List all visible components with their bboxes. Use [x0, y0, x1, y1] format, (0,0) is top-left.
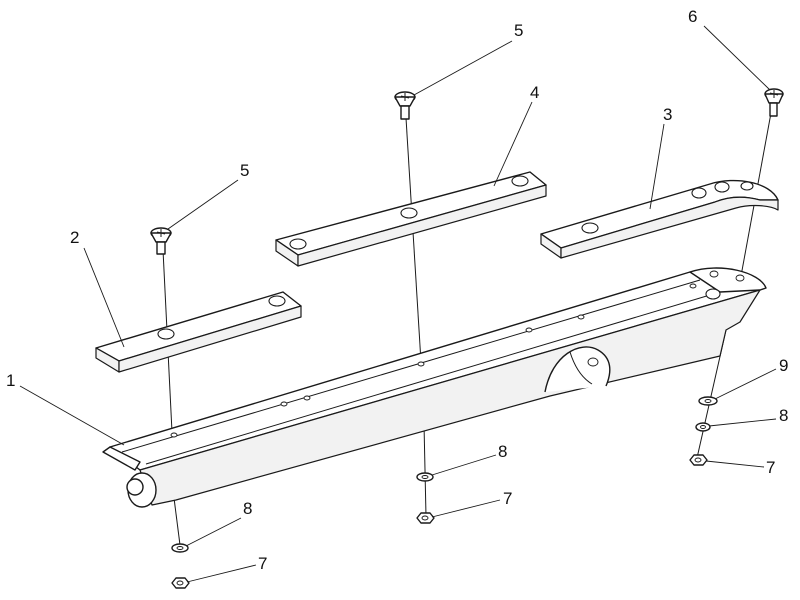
callout-2: 2	[70, 228, 79, 247]
screw-middle	[394, 91, 416, 120]
screw-head-cone	[150, 232, 172, 243]
rail-hole	[525, 327, 533, 333]
plate-hole	[714, 181, 730, 193]
plate-side-face	[118, 305, 302, 373]
plate-hole	[740, 181, 754, 191]
rail-hole	[417, 361, 425, 367]
washer-nut-set-left	[171, 543, 190, 589]
plate-hole	[268, 295, 286, 307]
leader-7b	[431, 499, 501, 518]
rail-end-hole	[705, 288, 721, 300]
callout-3: 3	[663, 105, 672, 124]
screw-head-cone	[764, 93, 784, 104]
rail-end-pin	[126, 478, 144, 496]
leader-7c	[705, 460, 765, 468]
leader-4	[493, 101, 533, 187]
callout-5-left: 5	[240, 161, 249, 180]
rail-front-face	[139, 289, 761, 506]
screw-shank	[156, 241, 166, 255]
screw-head-cone	[394, 96, 416, 107]
rail-saddle-hole	[587, 357, 599, 367]
right-bent-plate-part	[540, 179, 779, 259]
plate-hole	[289, 238, 307, 250]
callout-7-left: 7	[258, 554, 267, 573]
middle-plate-part	[275, 171, 547, 267]
plate-hole	[400, 207, 418, 219]
plate-hole	[581, 222, 599, 234]
axis-left-nut	[173, 497, 181, 546]
leader-3	[649, 123, 665, 210]
rail-top-face	[109, 271, 761, 471]
axis-middle-screw	[405, 117, 422, 363]
washer-hole	[421, 475, 429, 479]
screw-right	[764, 88, 784, 117]
washer-nut-set-right	[689, 396, 718, 466]
rail-edge-line	[121, 279, 701, 453]
bent-plate-top-face	[540, 179, 779, 249]
rail-edge-line	[145, 291, 721, 465]
callout-8-middle: 8	[498, 442, 507, 461]
rail-right-end	[689, 267, 767, 293]
callout-6: 6	[688, 7, 697, 26]
callout-8-right: 8	[779, 406, 788, 425]
left-plate-part	[95, 291, 302, 373]
callout-7-middle: 7	[503, 489, 512, 508]
screw-shank	[400, 105, 410, 120]
washer-nut-set-middle	[416, 472, 435, 524]
leader-9	[714, 368, 777, 400]
nut-hole	[694, 457, 702, 463]
leader-8c	[708, 418, 777, 427]
leader-8b	[431, 454, 497, 476]
callout-4: 4	[530, 83, 539, 102]
rail-hole	[170, 432, 178, 438]
callout-labels: 1 2 3 4 5 5 6 7 7 7 8 8 8 9	[6, 7, 788, 573]
rail-hole	[689, 283, 697, 289]
leader-8a	[185, 517, 242, 547]
callout-9: 9	[779, 356, 788, 375]
callout-1: 1	[6, 371, 15, 390]
rail-left-flange	[102, 446, 141, 471]
plate-hole	[157, 328, 175, 340]
washer-hole	[176, 546, 184, 550]
plate-side-face	[297, 184, 547, 267]
rail-hole	[577, 314, 585, 320]
leader-1	[19, 385, 125, 446]
nut-hole	[421, 515, 429, 521]
leader-7a	[186, 564, 257, 583]
leader-5b	[413, 40, 513, 96]
callout-5-middle: 5	[514, 21, 523, 40]
leader-lines	[19, 25, 777, 583]
screw-left	[150, 227, 172, 255]
axis-middle-nut	[423, 423, 427, 517]
leader-2	[83, 247, 125, 348]
bent-plate-side-face	[560, 196, 779, 259]
plate-hole	[691, 187, 707, 199]
main-rail-part	[102, 267, 767, 508]
rail-hole	[709, 270, 719, 278]
leader-5a	[167, 179, 239, 230]
rail-hole	[735, 274, 745, 282]
plate-hole	[511, 175, 529, 187]
callout-7-right: 7	[766, 458, 775, 477]
washer-hole	[704, 399, 712, 403]
rail-hole	[280, 401, 288, 407]
washer-hole	[700, 425, 706, 429]
screw-shank	[769, 102, 778, 117]
rail-saddle-inner	[569, 351, 593, 385]
leader-6	[703, 25, 771, 91]
nut-hole	[176, 580, 184, 586]
rail-hole	[303, 395, 311, 401]
callout-8-left: 8	[243, 499, 252, 518]
